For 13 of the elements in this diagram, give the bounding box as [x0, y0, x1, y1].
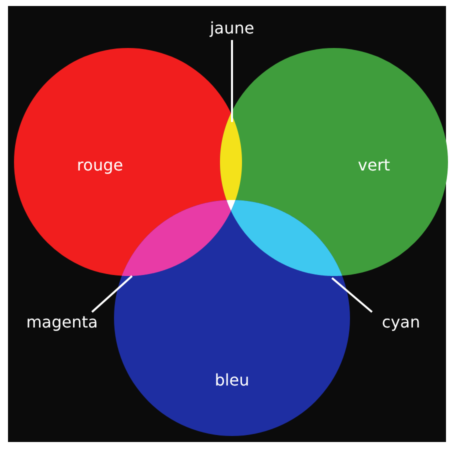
circle-label: bleu	[214, 370, 250, 390]
overlap-region	[220, 113, 242, 200]
overlap-region	[226, 200, 236, 211]
leader-line	[331, 277, 373, 313]
leader-line	[91, 275, 133, 313]
color-label: cyan	[382, 312, 420, 332]
circle-label: rouge	[76, 156, 124, 174]
circle-label: vert	[358, 156, 390, 174]
leader-line	[231, 40, 233, 122]
overlap-region	[122, 200, 231, 276]
color-label: jaune	[210, 18, 254, 38]
overlap-region	[231, 200, 342, 276]
color-label: magenta	[26, 312, 98, 332]
